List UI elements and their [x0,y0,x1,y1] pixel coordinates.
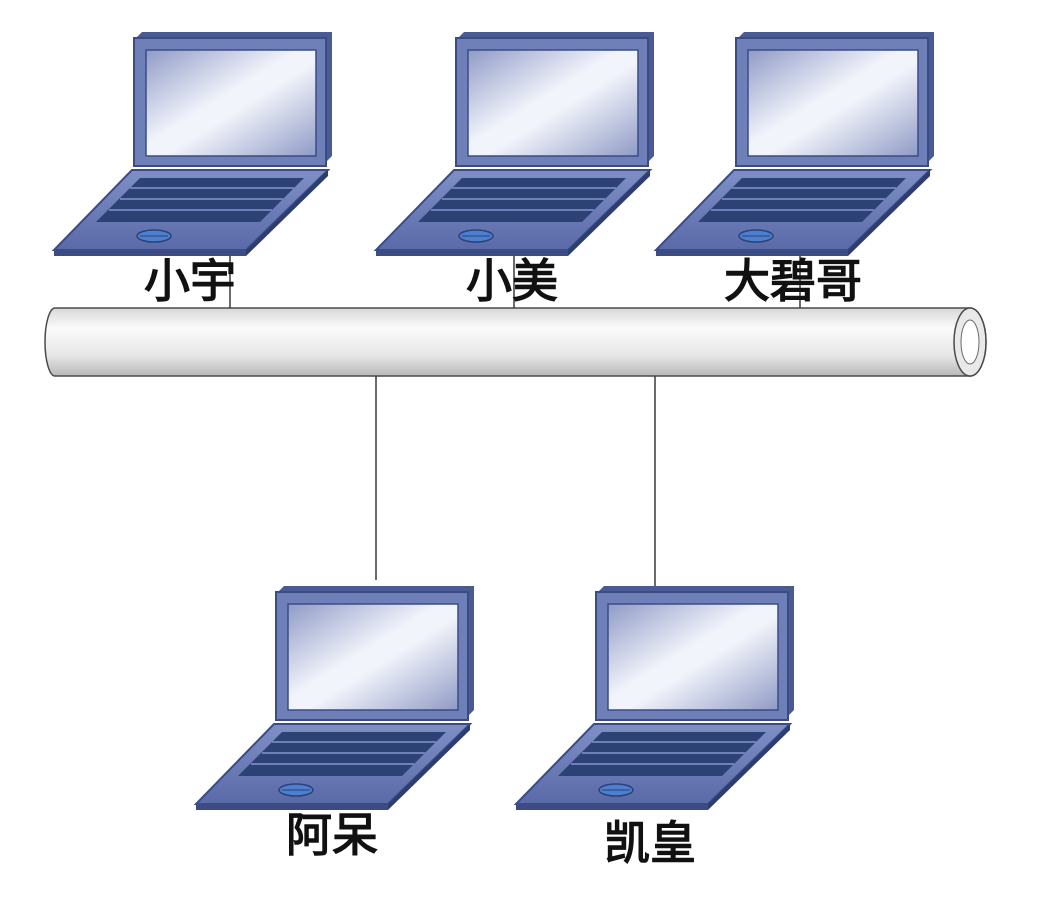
node-label-kaihuang: 凯皇 [604,816,696,870]
network-bus [44,307,987,377]
node-label-xiaomei: 小美 [466,254,558,308]
node-label-dabige: 大碧哥 [724,254,862,308]
node-label-adai: 阿呆 [286,808,378,862]
laptop-dabige-icon [655,31,935,257]
laptop-xiaomei-icon [375,31,655,257]
laptop-xiaoyu-icon [53,31,333,257]
laptop-kaihuang-icon [515,585,795,811]
node-label-xiaoyu: 小宇 [144,254,236,308]
laptop-adai-icon [195,585,475,811]
